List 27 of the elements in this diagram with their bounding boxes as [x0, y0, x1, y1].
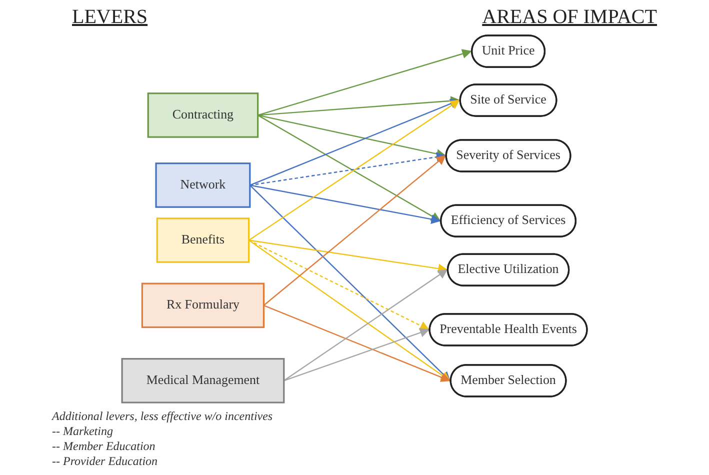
node-box: Rx Formulary: [141, 282, 265, 328]
column-heading: LEVERS: [72, 6, 148, 29]
list-item: -- Member Education: [52, 439, 156, 454]
list-item: -- Provider Education: [52, 454, 159, 469]
arrow: [250, 99, 460, 186]
arrow: [249, 184, 450, 382]
arrow: [258, 96, 460, 116]
arrow: [258, 114, 446, 159]
arrow: [258, 114, 441, 222]
node-box: Benefits: [156, 218, 250, 263]
note-text: Additional levers, less effective w/o incentives: [52, 409, 274, 424]
arrow: [248, 100, 460, 241]
arrow: [250, 152, 446, 186]
node-box: Network: [155, 162, 251, 208]
arrow: [284, 328, 430, 382]
column-heading: AREAS OF IMPACT: [482, 6, 657, 29]
arrow: [258, 49, 472, 116]
arrow: [248, 240, 451, 382]
arrow: [248, 240, 448, 274]
node-box: Medical Management: [121, 358, 285, 404]
arrow: [248, 240, 430, 330]
arrow: [250, 184, 441, 224]
node-box: Contracting: [147, 92, 259, 138]
list-item: -- Marketing: [52, 424, 114, 439]
arrow: [264, 304, 451, 382]
arrow: [263, 155, 446, 306]
arrow: [284, 269, 448, 382]
